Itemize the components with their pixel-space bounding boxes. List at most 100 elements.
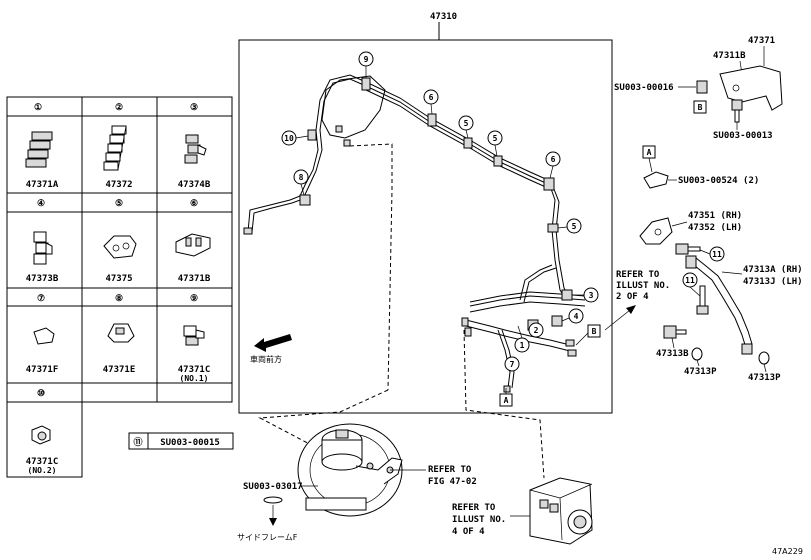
box-b-lower-label: B	[592, 327, 597, 336]
legend-num-3: ③	[190, 103, 198, 113]
part-label-47351: 47351 (RH)	[688, 211, 742, 221]
callout-5a: 5	[458, 115, 474, 139]
down-arrow	[269, 505, 277, 526]
box-a-upper-label: A	[647, 148, 652, 157]
legend-note-9: (NO.1)	[180, 374, 209, 383]
legend-num-2: ②	[115, 103, 123, 113]
clip-icon-3	[184, 134, 207, 164]
legend-part-4: 47373B	[26, 274, 59, 284]
clip-icon-6	[175, 233, 211, 257]
refer-illust2-line3: 2 OF 4	[616, 292, 649, 302]
refer-illust4-line3: 4 OF 4	[452, 527, 485, 537]
clip-icon-10	[31, 425, 51, 445]
part-label-47313p-a: 47313P	[684, 367, 717, 377]
legend-part-9: 47371C	[178, 365, 211, 375]
clip-su524	[643, 171, 669, 189]
clip-icon-8	[107, 323, 135, 343]
legend-num-6: ⑥	[190, 199, 198, 209]
svg-text:8: 8	[299, 173, 304, 182]
callout-8: 8	[293, 169, 309, 196]
brake-hose	[685, 255, 753, 355]
svg-text:9: 9	[364, 55, 369, 64]
legend-part-5: 47375	[105, 274, 132, 284]
part-label-47352: 47352 (LH)	[688, 223, 742, 233]
legend-part-6: 47371B	[178, 274, 211, 284]
front-direction-arrow	[254, 334, 292, 352]
callout-3: 3	[572, 287, 599, 303]
clip-icon-4	[33, 231, 53, 265]
union-bolt-47313b	[663, 325, 687, 339]
part-label-47313b: 47313B	[656, 349, 689, 359]
legend-num-9: ⑨	[190, 294, 198, 304]
gasket-a	[691, 347, 703, 361]
svg-text:6: 6	[551, 155, 556, 164]
box-b-lower	[587, 324, 601, 338]
callout-6a: 6	[423, 89, 439, 115]
legend-grid	[6, 96, 233, 478]
clip-icon-2	[103, 125, 127, 171]
clip-icon-5	[103, 235, 137, 259]
brake-tube-assembly	[243, 74, 586, 393]
part-label-47313j: 47313J (LH)	[743, 277, 803, 287]
bolt-su13	[731, 99, 743, 123]
bolt-lower	[696, 285, 709, 315]
part-label-47311b: 47311B	[713, 51, 746, 61]
svg-text:7: 7	[510, 360, 515, 369]
refer-arrow	[604, 305, 636, 331]
box-a-lower-label: A	[504, 396, 509, 405]
main-frame	[238, 39, 613, 414]
side-frame-label: サイドフレームF	[237, 533, 298, 542]
legend-num-1: ①	[34, 103, 42, 113]
refer-illust2-line2: ILLUST NO.	[616, 281, 670, 291]
svg-text:5: 5	[464, 119, 469, 128]
legend-num-7: ⑦	[37, 294, 45, 304]
legend-item-11-box	[128, 432, 234, 450]
callout-10: 10	[281, 130, 309, 146]
part-label-47310: 47310	[430, 12, 457, 22]
svg-text:4: 4	[574, 312, 579, 321]
clip-icon-9	[183, 325, 205, 346]
gasket-b	[758, 351, 770, 365]
refer-illust4-line1: REFER TO	[452, 503, 496, 513]
callout-9: 9	[358, 51, 374, 78]
legend-part-8: 47371E	[103, 365, 136, 375]
part-label-47313a: 47313A (RH)	[743, 265, 803, 275]
callout-6b: 6	[545, 151, 561, 179]
part-label-su16: SU003-00016	[614, 83, 674, 93]
clip-icon-1	[25, 131, 53, 168]
svg-text:11: 11	[712, 250, 722, 259]
legend-num-11: ⑪	[133, 436, 142, 448]
svg-text:11: 11	[685, 276, 695, 285]
part-label-47371: 47371	[748, 36, 775, 46]
callout-5c: 5	[557, 218, 582, 234]
svg-text:3: 3	[589, 291, 594, 300]
legend-num-10: ⑩	[37, 389, 45, 399]
callout-2: 2	[528, 322, 544, 338]
callout-5b: 5	[487, 130, 503, 157]
legend-num-4: ④	[37, 199, 45, 209]
refer-fig-line2: FIG 47-02	[428, 477, 477, 487]
diagram-code: 47A229	[772, 547, 803, 556]
part-label-su13: SU003-00013	[713, 131, 773, 141]
box-b-upper	[693, 100, 707, 114]
legend-part-11: SU003-00015	[160, 438, 220, 448]
part-label-47313p-b: 47313P	[748, 373, 781, 383]
callout-11b: 11	[682, 272, 701, 297]
legend-num-5: ⑤	[115, 199, 123, 209]
refer-fig-line1: REFER TO	[428, 465, 472, 475]
legend-part-10: 47371C	[26, 457, 59, 467]
bracket-47351	[639, 217, 673, 245]
dashed-leaders	[258, 143, 545, 479]
grommet	[263, 496, 283, 504]
svg-text:5: 5	[572, 222, 577, 231]
svg-text:6: 6	[429, 93, 434, 102]
svg-text:1: 1	[520, 341, 525, 350]
legend-note-10: (NO.2)	[28, 466, 57, 475]
bolt-upper	[675, 243, 701, 255]
svg-text:2: 2	[534, 326, 539, 335]
box-b-upper-label: B	[698, 103, 703, 112]
callout-7: 7	[504, 356, 520, 372]
svg-text:5: 5	[493, 134, 498, 143]
legend-num-8: ⑧	[115, 294, 123, 304]
part-label-su524: SU003-00524 (2)	[678, 176, 759, 186]
